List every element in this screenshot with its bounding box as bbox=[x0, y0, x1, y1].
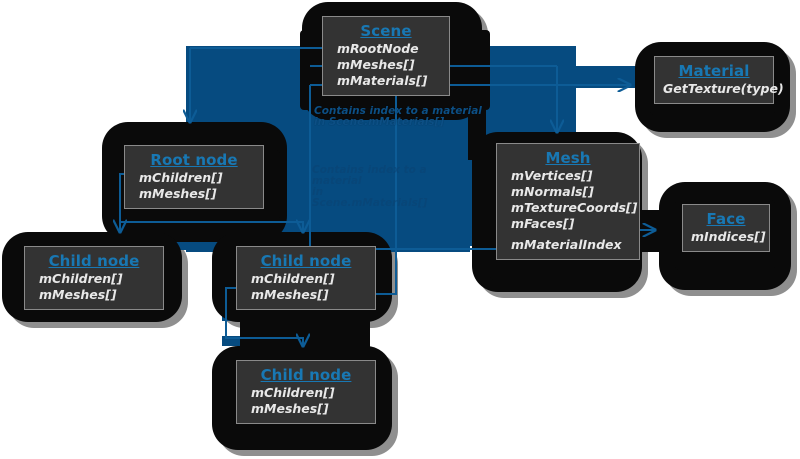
node-mesh-field-1: mNormals[] bbox=[511, 184, 594, 199]
annotation-watermark: Contains index to a material in Scene.mM… bbox=[312, 164, 428, 209]
node-material-field-0: GetTexture(type) bbox=[663, 81, 784, 96]
node-mesh[interactable]: Mesh mVertices[] mNormals[] mTextureCoor… bbox=[496, 143, 640, 260]
node-root-node[interactable]: Root node mChildren[] mMeshes[] bbox=[124, 145, 264, 209]
node-mesh-field-3: mFaces[] bbox=[511, 216, 575, 231]
annotation-material-index: Contains index to a material in Scene.mM… bbox=[314, 105, 482, 128]
node-child-node-bottom-title: Child node bbox=[260, 366, 352, 384]
node-mesh-title: Mesh bbox=[545, 149, 591, 167]
node-face[interactable]: Face mIndices[] bbox=[682, 204, 770, 252]
node-scene-field-2: mMaterials[] bbox=[337, 73, 428, 88]
node-child-node-bottom[interactable]: Child node mChildren[] mMeshes[] bbox=[236, 360, 376, 424]
node-child-node-middle-title: Child node bbox=[260, 252, 352, 270]
node-face-title: Face bbox=[706, 210, 746, 228]
node-mesh-field-0: mVertices[] bbox=[511, 168, 593, 183]
node-scene-field-0: mRootNode bbox=[337, 41, 419, 56]
node-child-node-bottom-field-0: mChildren[] bbox=[251, 385, 335, 400]
edge-root-child-middle bbox=[119, 174, 303, 232]
node-scene-title: Scene bbox=[360, 22, 412, 40]
node-root-node-field-0: mChildren[] bbox=[139, 170, 223, 185]
node-root-node-title: Root node bbox=[150, 151, 238, 169]
node-child-node-left-field-0: mChildren[] bbox=[39, 271, 123, 286]
node-material[interactable]: Material GetTexture(type) bbox=[654, 56, 784, 104]
node-child-node-left-title: Child node bbox=[48, 252, 140, 270]
node-material-title: Material bbox=[678, 62, 750, 80]
node-mesh-field-4: mMaterialIndex bbox=[511, 237, 622, 252]
node-face-field-0: mIndices[] bbox=[691, 229, 766, 244]
node-child-node-left-field-1: mMeshes[] bbox=[39, 287, 117, 302]
node-scene[interactable]: Scene mRootNode mMeshes[] mMaterials[] bbox=[322, 16, 450, 96]
node-child-node-middle-field-1: mMeshes[] bbox=[251, 287, 329, 302]
node-scene-field-1: mMeshes[] bbox=[337, 57, 415, 72]
node-root-node-field-1: mMeshes[] bbox=[139, 186, 217, 201]
node-child-node-bottom-field-1: mMeshes[] bbox=[251, 401, 329, 416]
node-child-node-middle-field-0: mChildren[] bbox=[251, 271, 335, 286]
node-mesh-field-2: mTextureCoords[] bbox=[511, 200, 638, 215]
node-child-node-middle[interactable]: Child node mChildren[] mMeshes[] bbox=[236, 246, 376, 310]
node-child-node-left[interactable]: Child node mChildren[] mMeshes[] bbox=[24, 246, 164, 310]
